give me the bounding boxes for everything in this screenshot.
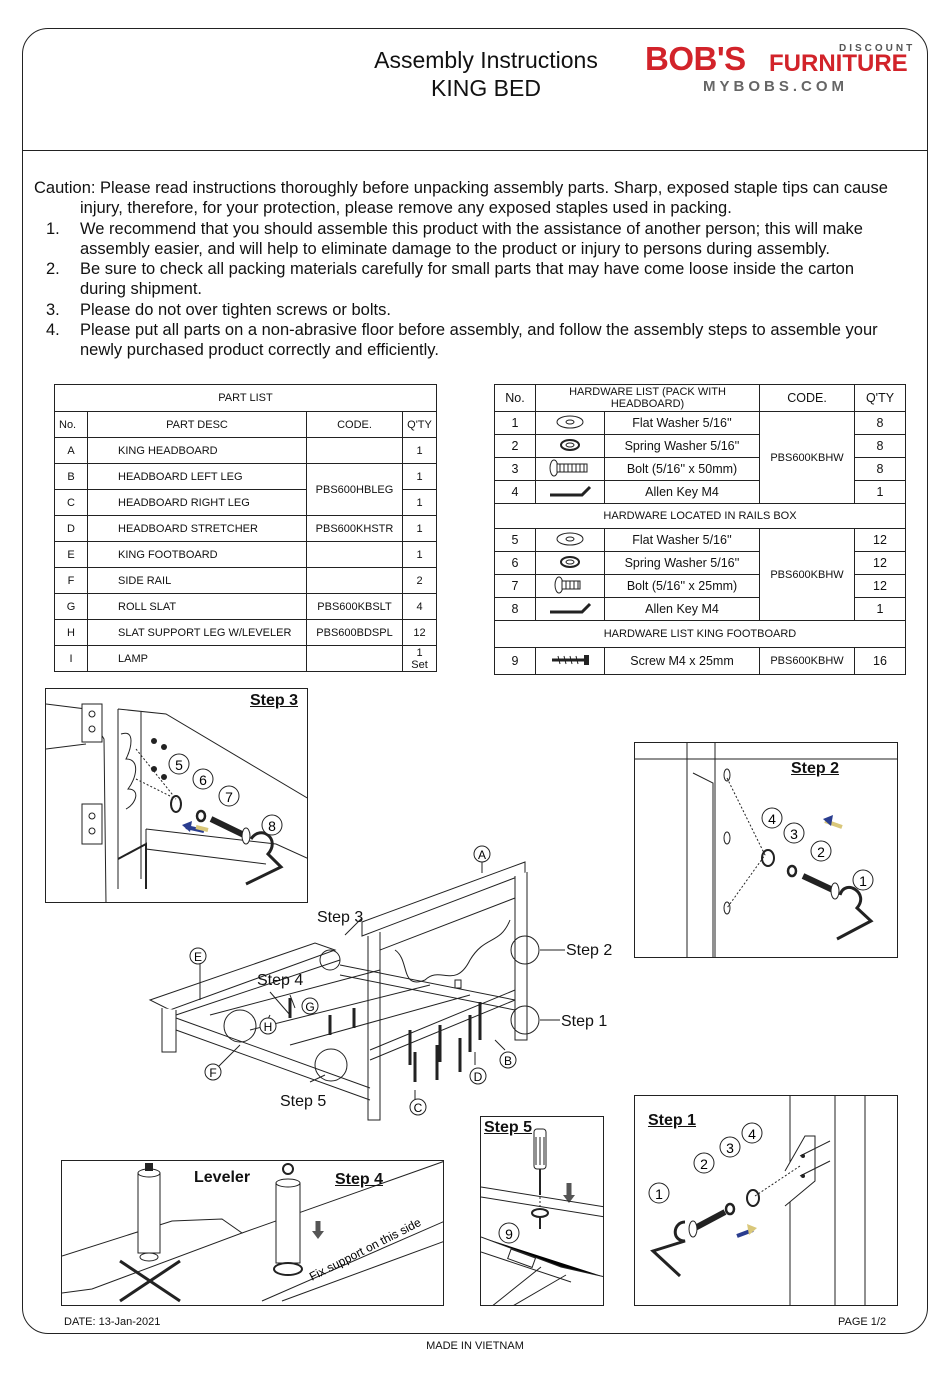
overview-step5-label: Step 5	[280, 1093, 327, 1110]
flat-washer-icon	[556, 532, 584, 545]
part-c-label: C	[414, 1101, 423, 1115]
callout-7: 7	[225, 789, 233, 805]
part-h-label: H	[264, 1020, 273, 1034]
part-a-label: A	[478, 848, 486, 862]
part-b-label: B	[504, 1054, 512, 1068]
title-line-2: KING BED	[431, 75, 541, 101]
part-f-label: F	[209, 1066, 216, 1080]
step4-diagram: Fix support on this side	[62, 1161, 443, 1303]
title-line-1: Assembly Instructions	[374, 47, 598, 73]
bed-overview-diagram: A B C D E F G H	[148, 845, 565, 1121]
header-divider	[22, 150, 928, 151]
spring-washer-icon	[560, 438, 580, 451]
callout-2: 2	[700, 1156, 708, 1172]
step4-panel: Fix support on this side Leveler Step 4	[61, 1160, 444, 1306]
logo-furniture: FURNITURE	[769, 50, 908, 77]
callout-1: 1	[655, 1186, 663, 1202]
step1-panel: 1 2 3 4 Step 1	[634, 1095, 898, 1306]
bolt-icon	[554, 576, 581, 593]
allen-key-icon	[550, 485, 592, 496]
callout-1: 1	[859, 873, 867, 889]
overview-step1-label: Step 1	[561, 1013, 608, 1030]
overview-step2-label: Step 2	[566, 942, 613, 959]
callout-3: 3	[726, 1140, 734, 1156]
caution-item: 3.Please do not over tighten screws or b…	[46, 300, 391, 319]
footer-made-in: MADE IN VIETNAM	[426, 1340, 524, 1352]
hardware-section-rails: HARDWARE LOCATED IN RAILS BOX	[494, 503, 906, 529]
bolt-icon	[549, 459, 588, 476]
callout-8: 8	[268, 818, 276, 834]
callout-6: 6	[199, 772, 207, 788]
callout-3: 3	[790, 826, 798, 842]
step5-panel: 9 Step 5	[480, 1116, 604, 1306]
step1-label: Step 1	[648, 1112, 697, 1129]
caution-item: 4.Please put all parts on a non-abrasive…	[46, 321, 878, 360]
callout-9: 9	[505, 1226, 513, 1242]
overview-step3-label: Step 3	[317, 909, 364, 926]
page-frame	[22, 28, 928, 1334]
callout-4: 4	[768, 811, 776, 827]
overview-step4-label: Step 4	[257, 972, 304, 989]
hardware-table: No. HARDWARE LIST (PACK WITH HEADBOARD) …	[494, 384, 906, 675]
step2-panel: 4 3 2 1 Step 2	[634, 742, 898, 958]
part-list-title: PART LIST	[54, 384, 437, 412]
brand-logo: BOB'S DISCOUNT FURNITURE MYBOBS.COM	[645, 40, 912, 100]
logo-site: MYBOBS.COM	[703, 78, 848, 95]
part-g-label: G	[305, 1000, 314, 1014]
spring-washer-icon	[560, 555, 580, 568]
hardware-section-footboard: HARDWARE LIST KING FOOTBOARD	[494, 620, 906, 648]
fix-support-text: Fix support on this side	[307, 1215, 424, 1284]
callout-2: 2	[817, 844, 825, 860]
step2-label: Step 2	[791, 760, 840, 777]
callout-4: 4	[748, 1126, 756, 1142]
caution-item: 1.We recommend that you should assemble …	[46, 219, 863, 258]
step5-label: Step 5	[484, 1119, 533, 1136]
step3-label: Step 3	[250, 692, 299, 709]
step2-diagram: 4 3 2 1	[635, 743, 897, 957]
flat-washer-icon	[556, 415, 584, 428]
footer-page: PAGE 1/2	[838, 1316, 887, 1328]
caution-block: Caution: Please read instructions thorou…	[34, 178, 904, 361]
step4-label: Step 4	[335, 1171, 384, 1188]
callout-5: 5	[175, 757, 183, 773]
step5-diagram: 9	[481, 1128, 603, 1305]
caution-item: 2.Be sure to check all packing materials…	[46, 260, 855, 299]
step3-diagram: 5 6 7 8	[46, 703, 307, 902]
logo-discount: DISCOUNT	[839, 43, 916, 54]
part-e-label: E	[194, 950, 202, 964]
step3-panel: 5 6 7 8 Step 3	[45, 688, 308, 903]
footer-date: DATE: 13-Jan-2021	[64, 1316, 161, 1328]
screw-icon	[552, 654, 589, 665]
caution-intro: Caution: Please read instructions thorou…	[34, 179, 888, 218]
leveler-label: Leveler	[194, 1169, 251, 1186]
part-d-label: D	[474, 1070, 483, 1084]
step1-diagram: 1 2 3 4	[648, 1096, 866, 1305]
logo-bobs: BOB'S	[645, 40, 746, 77]
page-title: Assembly Instructions KING BED	[330, 46, 642, 102]
allen-key-icon	[550, 602, 592, 613]
